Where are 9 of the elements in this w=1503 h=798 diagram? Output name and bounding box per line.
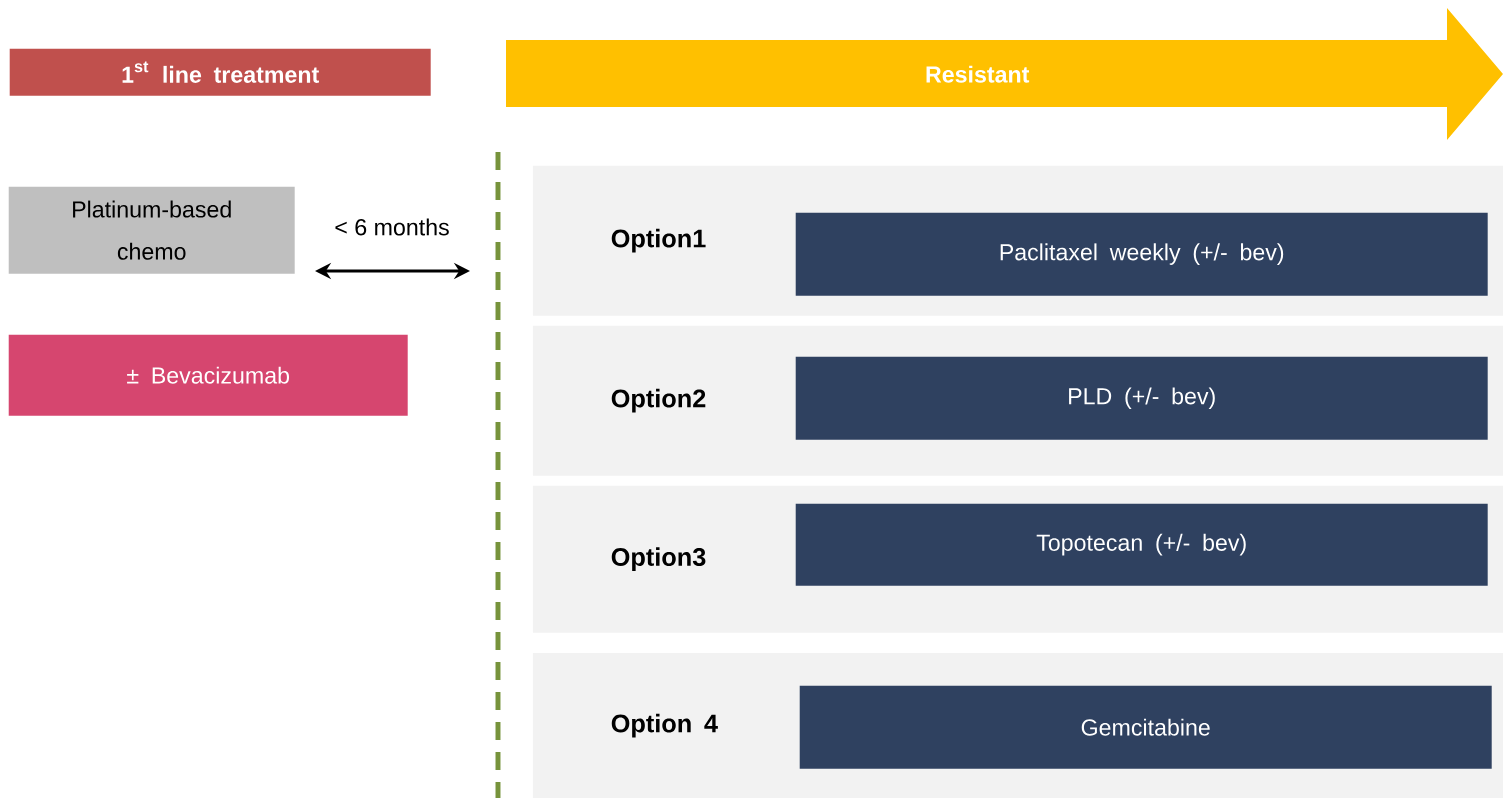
- regimen-box: Gemcitabine: [799, 685, 1492, 769]
- arrow-band: Resistant: [506, 8, 1503, 140]
- regimen-box: PLD (+/- bev): [795, 356, 1488, 440]
- treatment-box: ± Bevacizumab: [8, 334, 408, 416]
- header-band: 1$^{st}$ line treatment: [9, 48, 431, 96]
- regimen-box: Paclitaxel weekly (+/- bev): [795, 212, 1488, 296]
- regimen-box: Topotecan (+/- bev): [795, 503, 1488, 586]
- treatment-box: Platinum-based chemo: [8, 186, 295, 274]
- interval-label: < 6 months: [335, 218, 449, 236]
